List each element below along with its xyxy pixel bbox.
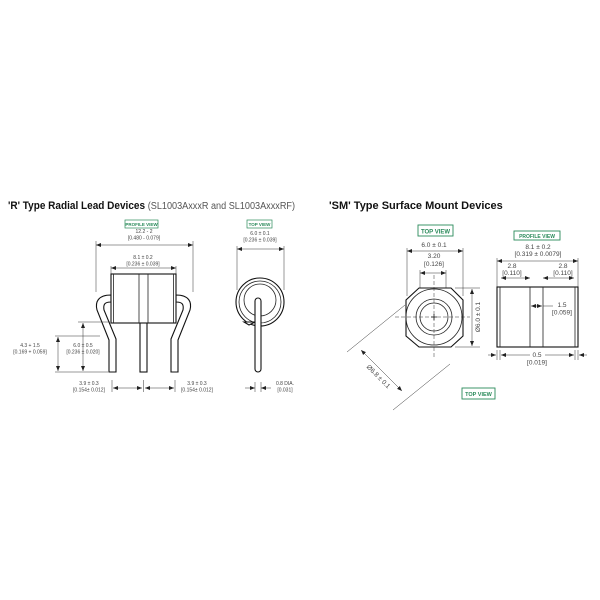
profile-view-label: PROFILE VIEW bbox=[124, 219, 158, 229]
dim-lead-height: 6.0 ± 0.5 bbox=[73, 343, 93, 349]
dim-lead-length-in: [0.169 + 0.059] bbox=[13, 350, 47, 356]
dim-sm-dia-diagonal: Ø6.8 ± 0.1 bbox=[365, 364, 392, 391]
svg-text:TOP VIEW: TOP VIEW bbox=[249, 222, 272, 227]
dim-sm-hole: 3.20 bbox=[428, 253, 441, 260]
radial-device-top bbox=[235, 277, 285, 373]
dim-body: 8.1 ± 0.2 bbox=[133, 255, 153, 261]
sm-device-profile bbox=[496, 286, 579, 348]
dim-sm-cap: 0.5 bbox=[532, 352, 541, 359]
sm-device-top bbox=[395, 275, 470, 358]
dim-sm-width: 6.0 ± 0.1 bbox=[421, 242, 447, 249]
r-type-title: 'R' Type Radial Lead Devices bbox=[8, 200, 145, 212]
radial-device-profile bbox=[95, 273, 192, 373]
dim-pitch-left-in: [0.154± 0.012] bbox=[73, 388, 106, 394]
dim-lead-height-in: [0.236 ± 0.020] bbox=[66, 350, 100, 356]
dim-sm-gap-in: [0.059] bbox=[552, 310, 572, 317]
dim-lead-dia-in: [0.031] bbox=[277, 388, 293, 394]
dim-overall-in: [0.480 - 0.079] bbox=[128, 236, 161, 242]
dim-body-in: [0.236 ± 0.039] bbox=[126, 262, 160, 268]
r-type-subtitle: (SL1003AxxxR and SL1003AxxxRF) bbox=[148, 201, 295, 212]
dim-sm-cap-in: [0.019] bbox=[527, 360, 547, 367]
sm-bottom-top-view-label: TOP VIEW bbox=[461, 387, 496, 400]
dim-pitch-left: 3.9 ± 0.3 bbox=[79, 381, 99, 387]
svg-text:PROFILE VIEW: PROFILE VIEW bbox=[519, 234, 555, 240]
svg-text:PROFILE VIEW: PROFILE VIEW bbox=[125, 222, 158, 227]
dim-lead-length: 4.3 + 1.5 bbox=[20, 343, 40, 349]
dim-sm-gap: 1.5 bbox=[557, 302, 566, 309]
sm-top-view-label: TOP VIEW bbox=[417, 224, 454, 237]
dim-sm-end-left-in: [0.110] bbox=[502, 270, 522, 277]
sm-type-title: 'SM' Type Surface Mount Devices bbox=[329, 200, 503, 212]
dim-sm-end-right-in: [0.110] bbox=[553, 270, 573, 277]
dim-pitch-right: 3.9 ± 0.3 bbox=[187, 381, 207, 387]
dim-sm-end-right: 2.8 bbox=[558, 263, 567, 270]
svg-text:TOP VIEW: TOP VIEW bbox=[465, 392, 493, 398]
sm-profile-view-label: PROFILE VIEW bbox=[513, 230, 561, 241]
dim-sm-dia-vertical: Ø6.0 ± 0.1 bbox=[475, 301, 482, 332]
top-view-label: TOP VIEW bbox=[246, 219, 273, 229]
dim-overall: 12.2 - 2 bbox=[136, 229, 153, 235]
dim-sm-length-in: [0.319 ± 0.0079] bbox=[515, 251, 562, 258]
r-type-heading: 'R' Type Radial Lead Devices(SL1003AxxxR… bbox=[8, 200, 295, 212]
dim-sm-end-left: 2.8 bbox=[507, 263, 516, 270]
dim-pitch-right-in: [0.154± 0.012] bbox=[181, 388, 214, 394]
dim-sm-length: 8.1 ± 0.2 bbox=[525, 244, 551, 251]
svg-text:TOP VIEW: TOP VIEW bbox=[421, 230, 450, 236]
dim-top-dia: 6.0 ± 0.1 bbox=[250, 231, 270, 237]
dim-sm-hole-in: [0.126] bbox=[424, 261, 444, 268]
dim-top-dia-in: [0.236 ± 0.039] bbox=[243, 238, 277, 244]
dim-lead-dia: 0.8 DIA. bbox=[276, 381, 294, 387]
